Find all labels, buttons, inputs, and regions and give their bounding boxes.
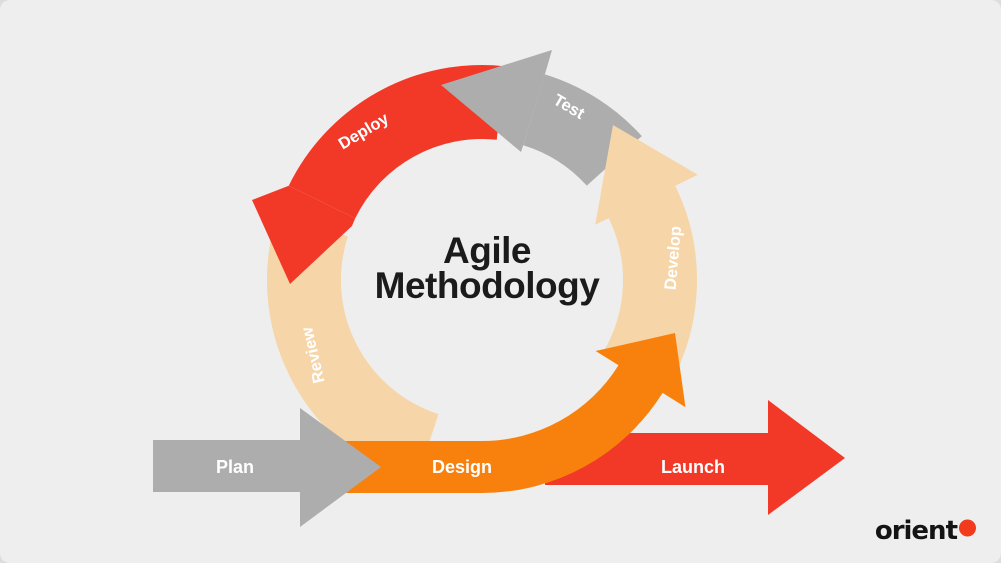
plan-arrow	[153, 408, 381, 527]
review-arc	[267, 213, 440, 485]
plan-arrow-shape	[153, 408, 381, 527]
develop-arrowhead-icon	[595, 125, 698, 225]
logo-dot-icon	[959, 519, 976, 537]
orient-logo: orient	[875, 516, 976, 546]
design-label: Design	[432, 457, 492, 477]
launch-arrow-shape	[545, 400, 845, 515]
deploy-arrowhead-icon	[252, 185, 356, 284]
review-arrow	[267, 213, 440, 485]
title-line-2: Methodology	[375, 265, 601, 306]
design-arrow	[318, 333, 686, 493]
plan-label: Plan	[216, 457, 254, 477]
deploy-arc	[288, 65, 505, 220]
design-swoosh-shape	[318, 333, 686, 493]
test-arrowhead-icon	[441, 50, 552, 152]
launch-label: Launch	[661, 457, 725, 477]
logo-wordmark: orient	[875, 516, 958, 546]
launch-arrow	[545, 400, 845, 515]
title-line-1: Agile	[443, 230, 531, 271]
develop-label: Develop	[662, 225, 686, 291]
diagram-title: Agile Methodology	[375, 230, 601, 306]
